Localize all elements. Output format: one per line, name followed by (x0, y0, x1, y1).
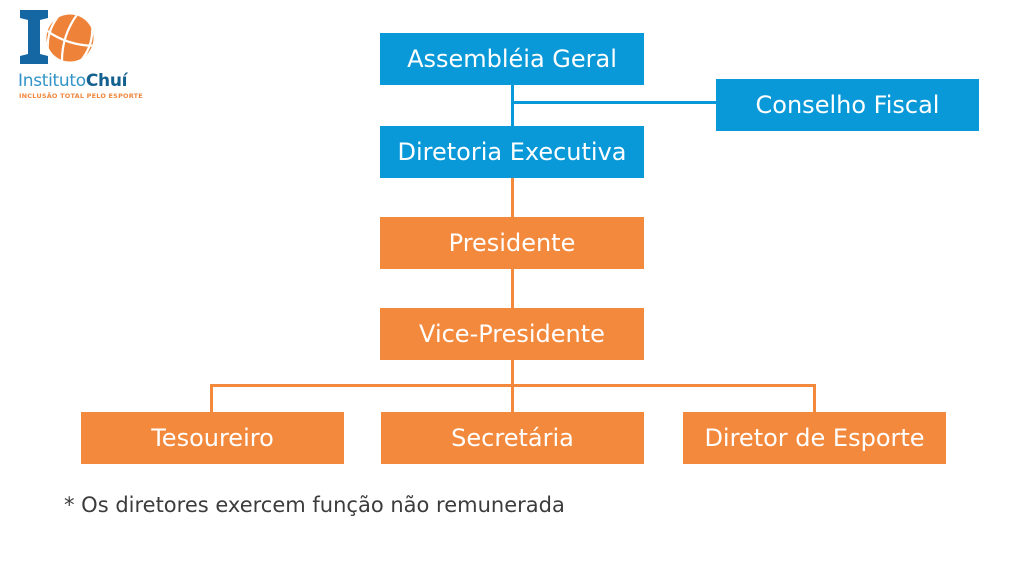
org-node-vice-presidente: Vice-Presidente (380, 308, 644, 360)
connector-assembleia-diretoria (511, 85, 514, 126)
instituto-chui-logo: InstitutoChuí INCLUSÃO TOTAL PELO ESPORT… (15, 8, 185, 108)
org-node-assembleia-geral: Assembléia Geral (380, 33, 644, 85)
letter-i-mark (20, 10, 48, 64)
org-node-label: Vice-Presidente (419, 320, 605, 348)
org-node-label: Diretoria Executiva (397, 138, 627, 166)
org-node-conselho-fiscal: Conselho Fiscal (716, 79, 979, 131)
org-node-label: Diretor de Esporte (704, 424, 925, 452)
logo-tagline: INCLUSÃO TOTAL PELO ESPORTE (19, 92, 143, 100)
connector-to-conselho-fiscal (513, 101, 716, 104)
org-node-label: Presidente (448, 229, 576, 257)
footnote: * Os diretores exercem função não remune… (64, 493, 565, 517)
logo-name-instituto: Instituto (18, 71, 86, 91)
connector-drop-diretor (813, 384, 816, 412)
connector-presidente-vice (511, 269, 514, 308)
org-node-diretor-de-esporte: Diretor de Esporte (683, 412, 946, 464)
basketball-logo-icon (20, 10, 94, 64)
connector-diretoria-presidente (511, 178, 514, 217)
org-node-tesoureiro: Tesoureiro (81, 412, 344, 464)
connector-drop-tesoureiro (210, 384, 213, 412)
org-node-presidente: Presidente (380, 217, 644, 269)
connector-branch-horizontal (210, 384, 816, 387)
org-node-label: Secretária (451, 424, 574, 452)
org-node-secretaria: Secretária (381, 412, 644, 464)
org-node-label: Tesoureiro (151, 424, 274, 452)
org-node-label: Conselho Fiscal (755, 91, 940, 119)
logo-name: InstitutoChuí (18, 72, 127, 91)
org-node-diretoria-executiva: Diretoria Executiva (380, 126, 644, 178)
org-node-label: Assembléia Geral (407, 45, 617, 73)
logo-name-chui: Chuí (85, 71, 128, 91)
